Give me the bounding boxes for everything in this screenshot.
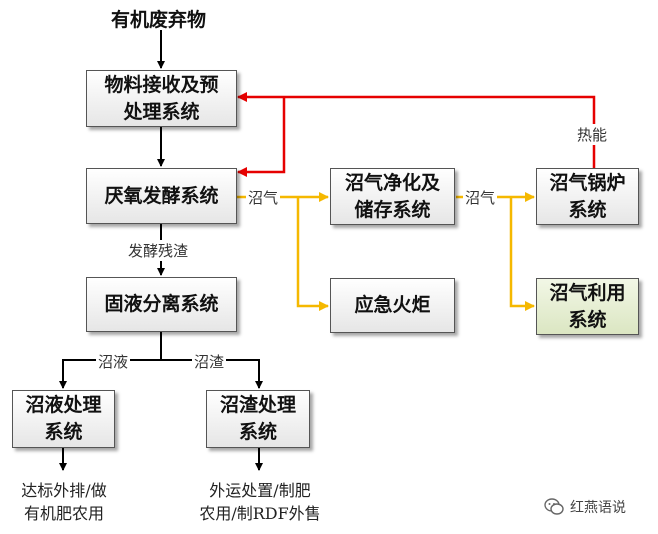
slurry-output-text: 达标外排/做 有机肥农用 — [21, 481, 107, 523]
watermark-text: 红燕语说 — [570, 500, 626, 516]
edge-label-heat: 热能 — [575, 124, 610, 145]
pretreatment-system-node: 物料接收及预 处理系统 — [86, 70, 237, 127]
anaerobic-digestion-node: 厌氧发酵系统 — [86, 168, 237, 224]
edge-label-digestate: 发酵残渣 — [126, 240, 191, 261]
biogas-purify-storage-node: 沼气净化及 储存系统 — [330, 168, 455, 225]
residue-treatment-node: 沼渣处理 系统 — [206, 390, 310, 448]
slurry-treatment-node: 沼液处理 系统 — [12, 390, 115, 448]
edge-label-slurry: 沼液 — [96, 351, 131, 372]
watermark: 红燕语说 — [544, 497, 626, 517]
edge-label-biogas-1: 沼气 — [246, 187, 281, 208]
wechat-logo-icon — [544, 498, 564, 515]
arrow-heat-to-anaerobic — [237, 97, 286, 177]
arrow-anaerobic-to-flare — [296, 197, 329, 311]
edge-label-biogas-2: 沼气 — [463, 187, 498, 208]
emergency-flare-node: 应急火炬 — [330, 278, 455, 333]
biogas-utilization-node: 沼气利用 系统 — [536, 278, 639, 335]
biogas-boiler-node: 沼气锅炉 系统 — [536, 168, 639, 225]
residue-output-text: 外运处置/制肥 农用/制RDF外售 — [199, 481, 321, 523]
arrow-boiler-heat-to-pretreatment — [237, 92, 596, 170]
edge-label-residue: 沼渣 — [192, 351, 227, 372]
solid-liquid-separation-node: 固液分离系统 — [86, 277, 237, 332]
arrow-purify-to-utilization — [509, 197, 535, 311]
input-title: 有机废弃物 — [111, 9, 207, 31]
